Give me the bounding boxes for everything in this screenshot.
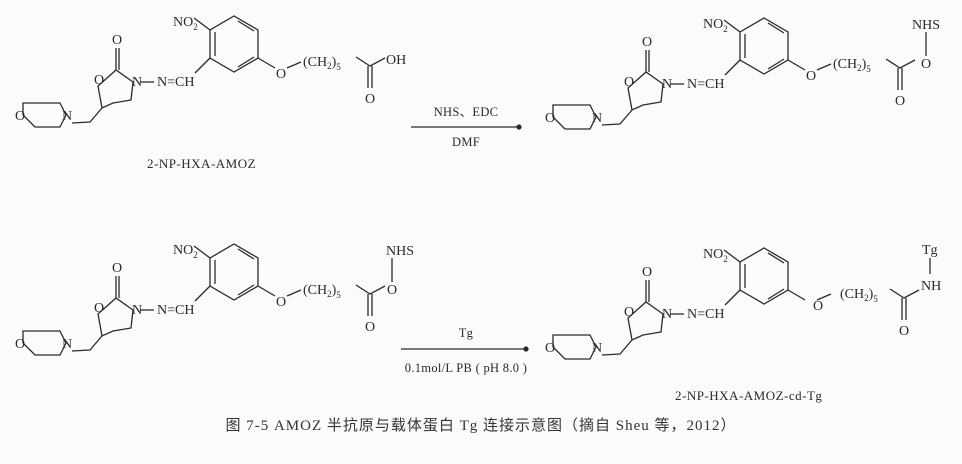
- carbonyl-oxygen-label: O: [112, 261, 122, 276]
- morpholine-oxygen-label: O: [15, 109, 25, 124]
- product-1-structure: O N O O N N=CH NO2 O (CH2)5 O NHS O: [545, 17, 940, 130]
- morpholine-oxygen-label: O: [545, 341, 555, 356]
- reactant-1-name: 2-NP-HXA-AMOZ: [147, 156, 256, 171]
- reaction-2-protein: Tg: [459, 326, 474, 340]
- morpholine-oxygen-label: O: [15, 337, 25, 352]
- reactant-2-structure: O N O O N N=CH NO2 O (CH2)5 O NHS O: [15, 243, 414, 356]
- ether-oxygen-label: O: [813, 299, 823, 314]
- imine-label: N=CH: [687, 77, 724, 92]
- morpholine-nitrogen-label: N: [62, 109, 72, 124]
- acid-oxygen-label: O: [365, 92, 375, 107]
- amide-nh-label: NH: [921, 279, 941, 294]
- product-2-name: 2-NP-HXA-AMOZ-cd-Tg: [675, 388, 822, 403]
- methylene-chain-label: (CH2)5: [833, 57, 871, 74]
- reactant-1-structure: O N O O N N=CH NO2 O (CH2)5 OH O 2-NP-HX…: [15, 15, 406, 171]
- ring-nitrogen-label: N: [662, 77, 672, 92]
- nhs-group-label: NHS: [912, 18, 940, 33]
- morpholine-nitrogen-label: N: [592, 341, 602, 356]
- ring-nitrogen-label: N: [132, 75, 142, 90]
- reaction-1-arrow: NHS、EDC DMF: [411, 105, 522, 149]
- nitro-label: NO2: [173, 15, 198, 32]
- morpholine-nitrogen-label: N: [592, 111, 602, 126]
- figure-caption: 图 7-5 AMOZ 半抗原与载体蛋白 Tg 连接示意图（摘自 Sheu 等，2…: [225, 418, 737, 434]
- methylene-chain-label: (CH2)5: [303, 55, 341, 72]
- ring-nitrogen-label: N: [662, 307, 672, 322]
- acid-oxygen-label: O: [899, 324, 909, 339]
- ring-nitrogen-label: N: [132, 303, 142, 318]
- nitro-label: NO2: [173, 243, 198, 260]
- ring-oxygen-label: O: [94, 73, 104, 88]
- reaction-2-arrow: Tg 0.1mol/L PB ( pH 8.0 ): [401, 326, 529, 375]
- thyroglobulin-label: Tg: [922, 243, 938, 258]
- carbonyl-oxygen-label: O: [642, 35, 652, 50]
- reaction-1-reagents: NHS、EDC: [434, 105, 499, 119]
- morpholine-oxygen-label: O: [545, 111, 555, 126]
- hydroxyl-label: OH: [386, 53, 406, 68]
- nhs-group-label: NHS: [386, 244, 414, 259]
- methylene-chain-label: (CH2)5: [840, 287, 878, 304]
- ring-oxygen-label: O: [624, 305, 634, 320]
- ether-oxygen-label: O: [806, 69, 816, 84]
- imine-label: N=CH: [687, 307, 724, 322]
- nitro-label: NO2: [703, 17, 728, 34]
- morpholine-nitrogen-label: N: [62, 337, 72, 352]
- acid-oxygen-label: O: [895, 94, 905, 109]
- ester-oxygen-label: O: [921, 57, 931, 72]
- ring-oxygen-label: O: [624, 75, 634, 90]
- imine-label: N=CH: [157, 75, 194, 90]
- product-2-structure: O N O O N N=CH NO2 O (CH2)5 NH Tg O 2-NP…: [545, 243, 941, 403]
- reaction-2-buffer: 0.1mol/L PB ( pH 8.0 ): [405, 361, 527, 375]
- ether-oxygen-label: O: [276, 295, 286, 310]
- imine-label: N=CH: [157, 303, 194, 318]
- ether-oxygen-label: O: [276, 67, 286, 82]
- methylene-chain-label: (CH2)5: [303, 283, 341, 300]
- carbonyl-oxygen-label: O: [112, 33, 122, 48]
- reaction-1-solvent: DMF: [452, 135, 480, 149]
- carbonyl-oxygen-label: O: [642, 265, 652, 280]
- acid-oxygen-label: O: [365, 320, 375, 335]
- ring-oxygen-label: O: [94, 301, 104, 316]
- nitro-label: NO2: [703, 247, 728, 264]
- ester-oxygen-label: O: [387, 283, 397, 298]
